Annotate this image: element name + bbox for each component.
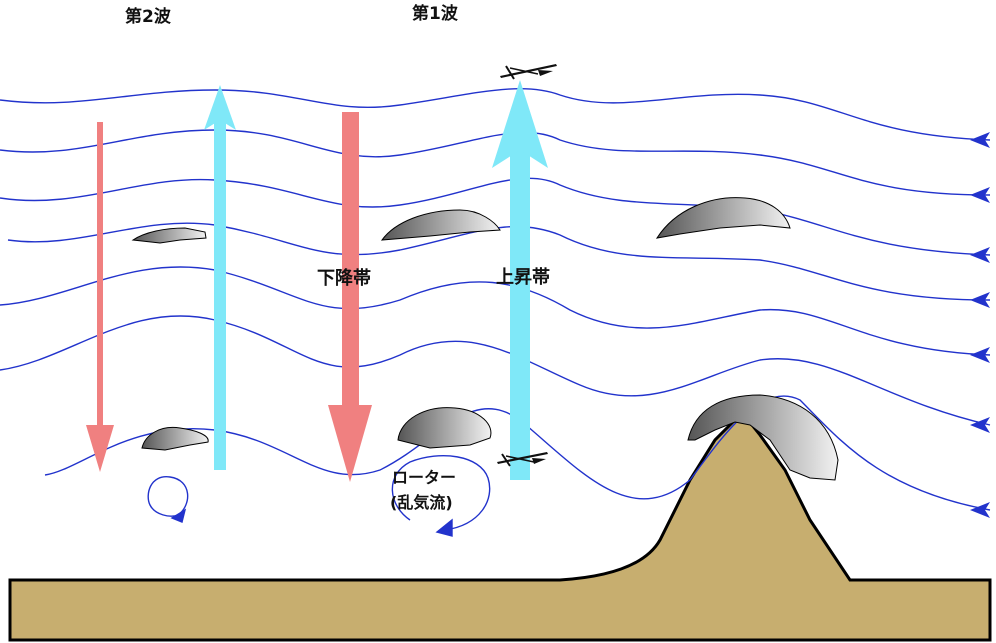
updraft-arrow-shaft-small [214,118,226,470]
rotors [147,455,491,537]
flow-arrow-icon [970,247,990,263]
flow-arrow-icon [970,187,990,203]
updraft-arrowhead-small [204,85,236,130]
lenticular-cloud-icon [131,227,207,244]
lenticular-cloud-icon [141,426,209,451]
downdraft-arrowhead-small [86,425,114,472]
ground [8,418,992,642]
lenticular-cloud-icon [380,209,501,241]
lenticular-cloud-icon [655,197,791,239]
flow-arrow-icon [970,347,990,363]
clouds [131,197,839,481]
rotor-swirl-icon [391,455,491,531]
downdraft-arrow-shaft-small [97,122,103,442]
flow-arrow-icon [970,132,990,148]
downdraft-label: 下降帯 [317,267,371,289]
rotor-arrow-icon [435,518,453,537]
updraft-arrows [204,80,548,480]
rotor-arrow-icon [170,508,187,523]
rotor-swirl-icon [147,476,189,517]
flow-arrow-icon [970,502,990,518]
updraft-arrow-shaft-large [510,150,530,480]
wave2-label: 第2波 [125,6,172,27]
flow-arrowheads [970,132,990,518]
streamline [0,315,991,426]
streamline [0,129,991,196]
flow-arrow-icon [970,292,990,308]
gliders [497,64,557,467]
downdraft-arrowhead-large [328,405,372,482]
streamline [0,266,991,356]
streamline [0,87,991,141]
wave1-label: 第1波 [412,3,459,24]
updraft-label: 上昇帯 [496,266,550,288]
lenticular-cloud-icon [687,394,839,481]
streamline [0,177,991,256]
rotor-label: ローター [392,468,456,487]
downdraft-arrow-shaft-large [342,112,359,432]
glider-icon [500,64,557,80]
lenticular-cloud-icon [397,407,492,449]
flow-arrow-icon [970,417,990,433]
glider-icon [497,452,548,467]
updraft-arrowhead-large [492,80,548,168]
downdraft-arrows [86,112,372,482]
turbulence-label: (乱気流) [390,493,453,512]
